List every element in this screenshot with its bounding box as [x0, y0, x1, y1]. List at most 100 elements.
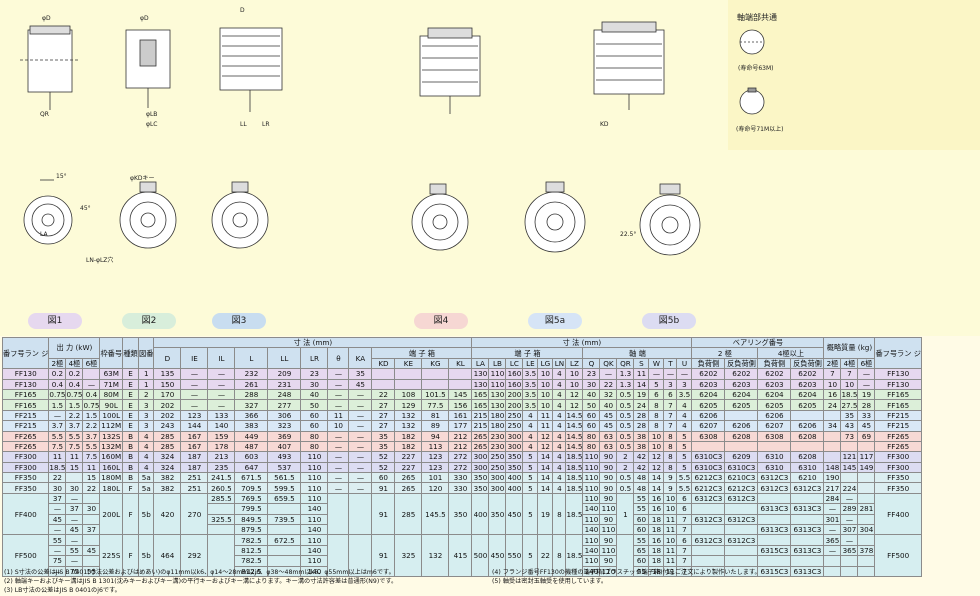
- table-cell: —: [840, 513, 859, 526]
- table-cell: 28: [633, 420, 650, 432]
- table-cell: 260.5: [207, 482, 236, 494]
- table-cell: 0.4: [65, 378, 84, 390]
- table-cell: 37: [65, 503, 84, 515]
- table-cell: 4: [552, 451, 567, 463]
- table-cell: [790, 492, 825, 505]
- table-cell: 45: [48, 513, 67, 526]
- table-cell: —: [327, 430, 350, 442]
- table-cell: 90: [599, 461, 618, 474]
- fig3-flange-view: [211, 181, 269, 249]
- table-cell: 12: [648, 461, 665, 474]
- table-cell: 799.5: [234, 503, 269, 515]
- table-cell: 407: [267, 440, 302, 453]
- table-cell: 3: [676, 378, 693, 390]
- table-cell: 48: [633, 482, 650, 494]
- table-cell: 65: [633, 544, 650, 557]
- table-cell: [82, 368, 101, 380]
- table-cell: 365: [823, 534, 842, 546]
- table-cell: 140: [300, 524, 329, 536]
- table-cell: 7: [676, 544, 693, 557]
- table-cell: —: [348, 451, 373, 463]
- table-cell: 323: [267, 420, 302, 432]
- table-cell: 187: [180, 461, 209, 474]
- table-cell: 63M: [99, 368, 124, 380]
- table-cell: 45: [599, 420, 618, 432]
- table-cell: 350: [488, 492, 507, 536]
- table-cell: [82, 513, 101, 526]
- table-cell: 6212C3: [691, 472, 726, 484]
- table-cell: —: [348, 388, 373, 401]
- table-cell: 18: [648, 513, 665, 526]
- table-cell: 5: [522, 492, 539, 536]
- table-cell: 3.5: [676, 388, 693, 401]
- table-cell: 5: [676, 451, 693, 463]
- table-cell: 123: [421, 451, 450, 463]
- table-cell: [207, 503, 236, 515]
- table-cell: 110: [582, 513, 601, 526]
- table-cell: 270: [180, 492, 209, 536]
- table-cell: 145: [448, 388, 473, 401]
- table-cell: 110: [582, 492, 601, 505]
- table-cell: 16: [648, 503, 665, 515]
- table-cell: FF130: [1, 368, 50, 380]
- table-cell: 18: [648, 555, 665, 567]
- svg-text:15°: 15°: [56, 173, 67, 180]
- table-cell: 5: [522, 472, 539, 484]
- table-cell: 73: [840, 430, 859, 442]
- table-cell: 10: [663, 492, 678, 505]
- table-cell: 60: [300, 420, 329, 432]
- table-cell: 38: [633, 430, 650, 442]
- table-cell: [691, 440, 726, 453]
- table-cell: —: [840, 534, 859, 546]
- table-cell: 110: [300, 534, 329, 546]
- table-cell: [857, 565, 876, 578]
- table-cell: 8: [648, 409, 665, 422]
- table-cell: 400: [471, 492, 490, 536]
- table-cell: 6312C3: [691, 534, 726, 546]
- table-cell: —: [48, 544, 67, 557]
- table-cell: 212: [448, 440, 473, 453]
- table-cell: 52: [371, 451, 396, 463]
- table-cell: 365: [840, 544, 859, 557]
- table-cell: 167: [180, 430, 209, 442]
- table-cell: 27: [371, 409, 396, 422]
- table-cell: 7: [663, 399, 678, 411]
- svg-text:LL: LL: [240, 121, 247, 128]
- table-cell: 3.5: [522, 368, 539, 380]
- table-cell: 60: [300, 409, 329, 422]
- table-cell: 178: [207, 440, 236, 453]
- table-cell: 1: [138, 378, 155, 390]
- table-cell: 6202: [724, 368, 759, 380]
- table-cell: [691, 555, 726, 567]
- table-cell: 6212C3: [691, 482, 726, 494]
- table-cell: [371, 378, 396, 390]
- table-cell: FF350: [1, 482, 50, 494]
- table-cell: 248: [267, 388, 302, 401]
- table-cell: 110: [488, 368, 507, 380]
- table-cell: [790, 534, 825, 546]
- table-cell: 672.5: [267, 534, 302, 546]
- table-cell: [421, 368, 450, 380]
- table-cell: 80: [300, 430, 329, 442]
- svg-text:φD: φD: [140, 15, 149, 22]
- table-cell: 14: [537, 451, 554, 463]
- table-cell: —: [327, 399, 350, 411]
- table-cell: 6315C3: [757, 565, 792, 578]
- table-cell: 18: [648, 524, 665, 536]
- table-cell: 130: [488, 388, 507, 401]
- svg-text:LN-φLZ穴: LN-φLZ穴: [86, 256, 113, 264]
- table-cell: 265: [471, 430, 490, 442]
- table-cell: 18.5: [565, 482, 584, 494]
- table-cell: 0.5: [616, 472, 635, 484]
- table-cell: FF165: [1, 388, 50, 401]
- table-cell: 90: [599, 534, 618, 546]
- table-cell: [757, 513, 792, 526]
- table-cell: 250: [488, 451, 507, 463]
- table-cell: 132: [394, 420, 423, 432]
- table-cell: 350: [471, 472, 490, 484]
- table-cell: —: [348, 399, 373, 411]
